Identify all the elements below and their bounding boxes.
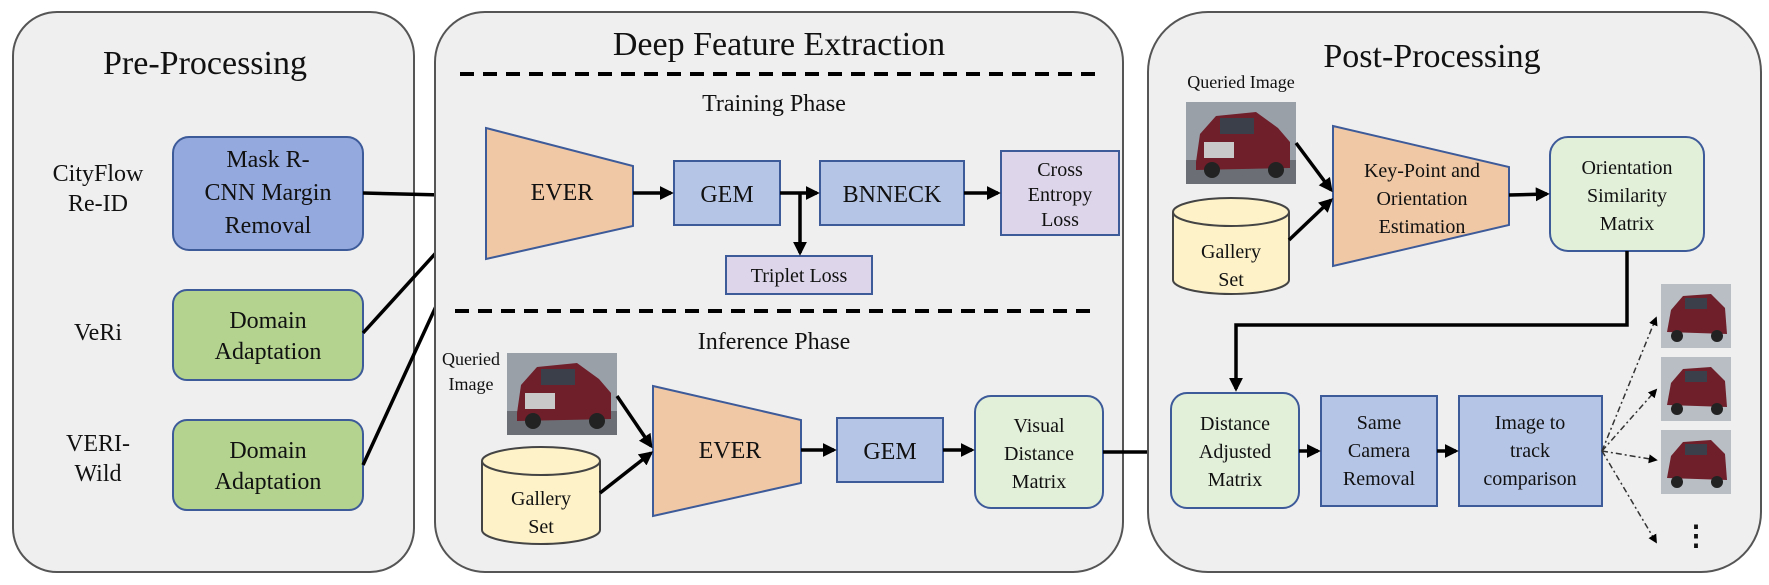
ever-trapezoid-infer <box>652 384 802 518</box>
mask-rcnn-line3: Removal <box>225 213 312 239</box>
more-results-ellipsis: ⋮ <box>1682 521 1710 552</box>
dataset-veri: VeRi <box>74 320 122 346</box>
mask-rcnn-line1: Mask R- <box>226 147 309 173</box>
inference-queried-line1: Queried <box>442 349 500 369</box>
ever-trapezoid-train <box>485 126 634 261</box>
vdm-line2: Distance <box>1004 443 1074 465</box>
domain-adaptation-2-line2: Adaptation <box>215 469 322 495</box>
dataset-veriwild-line1: VERI- <box>66 431 130 457</box>
keypoint-trapezoid <box>1332 124 1510 268</box>
pre-processing-title: Pre-Processing <box>103 45 307 82</box>
dataset-veriwild-line2: Wild <box>74 461 121 487</box>
post-gallery-line1: Gallery <box>1201 241 1261 263</box>
gem-infer-label: GEM <box>863 439 916 465</box>
dotted-arrow-3 <box>1601 450 1658 464</box>
dam-line3: Matrix <box>1208 469 1262 491</box>
inference-gallery-cylinder <box>481 446 601 545</box>
scr-line1: Same <box>1357 412 1402 434</box>
dataset-cityflow-line2: Re-ID <box>68 191 128 217</box>
vdm-line1: Visual <box>1013 415 1064 437</box>
inference-phase-label: Inference Phase <box>698 329 851 355</box>
itt-line2: track <box>1510 440 1550 462</box>
arrow-gallery-to-ever-infer <box>598 451 654 495</box>
triplet-loss-label: Triplet Loss <box>751 265 848 287</box>
inference-query-car-image <box>507 353 617 435</box>
deep-feature-title: Deep Feature Extraction <box>613 26 945 63</box>
keypoint-line3: Estimation <box>1379 216 1466 238</box>
gem-box-train <box>673 160 781 226</box>
cross-entropy-line3: Loss <box>1041 209 1079 231</box>
domain-adaptation-box-2 <box>172 419 364 511</box>
arrow-query-to-ever-infer <box>615 395 653 449</box>
dam-line1: Distance <box>1200 413 1270 435</box>
scr-line2: Camera <box>1348 440 1410 462</box>
image-to-track-box <box>1458 395 1603 507</box>
result-car-3 <box>1661 430 1731 494</box>
cross-entropy-line1: Cross <box>1037 159 1083 181</box>
dotted-arrow-4 <box>1601 450 1657 544</box>
vdm-line3: Matrix <box>1012 471 1066 493</box>
keypoint-line1: Key-Point and <box>1364 160 1480 182</box>
inference-gallery-line1: Gallery <box>511 488 571 510</box>
ever-infer-label: EVER <box>699 438 762 464</box>
post-gallery-cylinder <box>1172 197 1290 295</box>
gem-box-infer <box>836 417 944 483</box>
itt-line1: Image to <box>1495 412 1566 434</box>
itt-line3: comparison <box>1483 468 1576 490</box>
post-query-car-image <box>1186 102 1296 184</box>
training-phase-label: Training Phase <box>702 91 846 117</box>
dataset-cityflow-line1: CityFlow <box>53 161 144 187</box>
osm-line3: Matrix <box>1600 213 1654 235</box>
inference-queried-line2: Image <box>449 374 494 394</box>
arrow-kp-to-osm <box>1508 187 1550 202</box>
ever-train-label: EVER <box>531 180 594 206</box>
arrow-post-query-to-kp <box>1294 141 1333 193</box>
bnneck-label: BNNECK <box>843 182 942 208</box>
post-processing-title: Post-Processing <box>1323 38 1540 75</box>
domain-adaptation-1-line2: Adaptation <box>215 339 322 365</box>
domain-adaptation-1-line1: Domain <box>229 308 306 334</box>
inference-gallery-line2: Set <box>528 516 554 538</box>
arrow-osm-to-dam <box>1229 251 1629 392</box>
gem-train-label: GEM <box>700 182 753 208</box>
same-camera-removal-box <box>1320 395 1438 507</box>
mask-rcnn-line2: CNN Margin <box>205 180 332 206</box>
domain-adaptation-2-line1: Domain <box>229 438 306 464</box>
cross-entropy-box <box>1000 150 1120 236</box>
post-gallery-line2: Set <box>1218 269 1244 291</box>
cross-entropy-line2: Entropy <box>1028 184 1092 206</box>
keypoint-line2: Orientation <box>1376 188 1467 210</box>
post-queried-label: Queried Image <box>1187 72 1294 92</box>
result-car-1 <box>1661 284 1731 348</box>
arrow-post-gallery-to-kp <box>1287 198 1334 242</box>
dam-line2: Adjusted <box>1199 441 1271 463</box>
result-car-2 <box>1661 357 1731 421</box>
osm-line1: Orientation <box>1581 157 1672 179</box>
osm-line2: Similarity <box>1587 185 1667 207</box>
scr-line3: Removal <box>1343 468 1416 490</box>
domain-adaptation-box-1 <box>172 289 364 381</box>
dotted-arrow-1 <box>1601 316 1658 452</box>
triplet-loss-box <box>725 255 873 295</box>
